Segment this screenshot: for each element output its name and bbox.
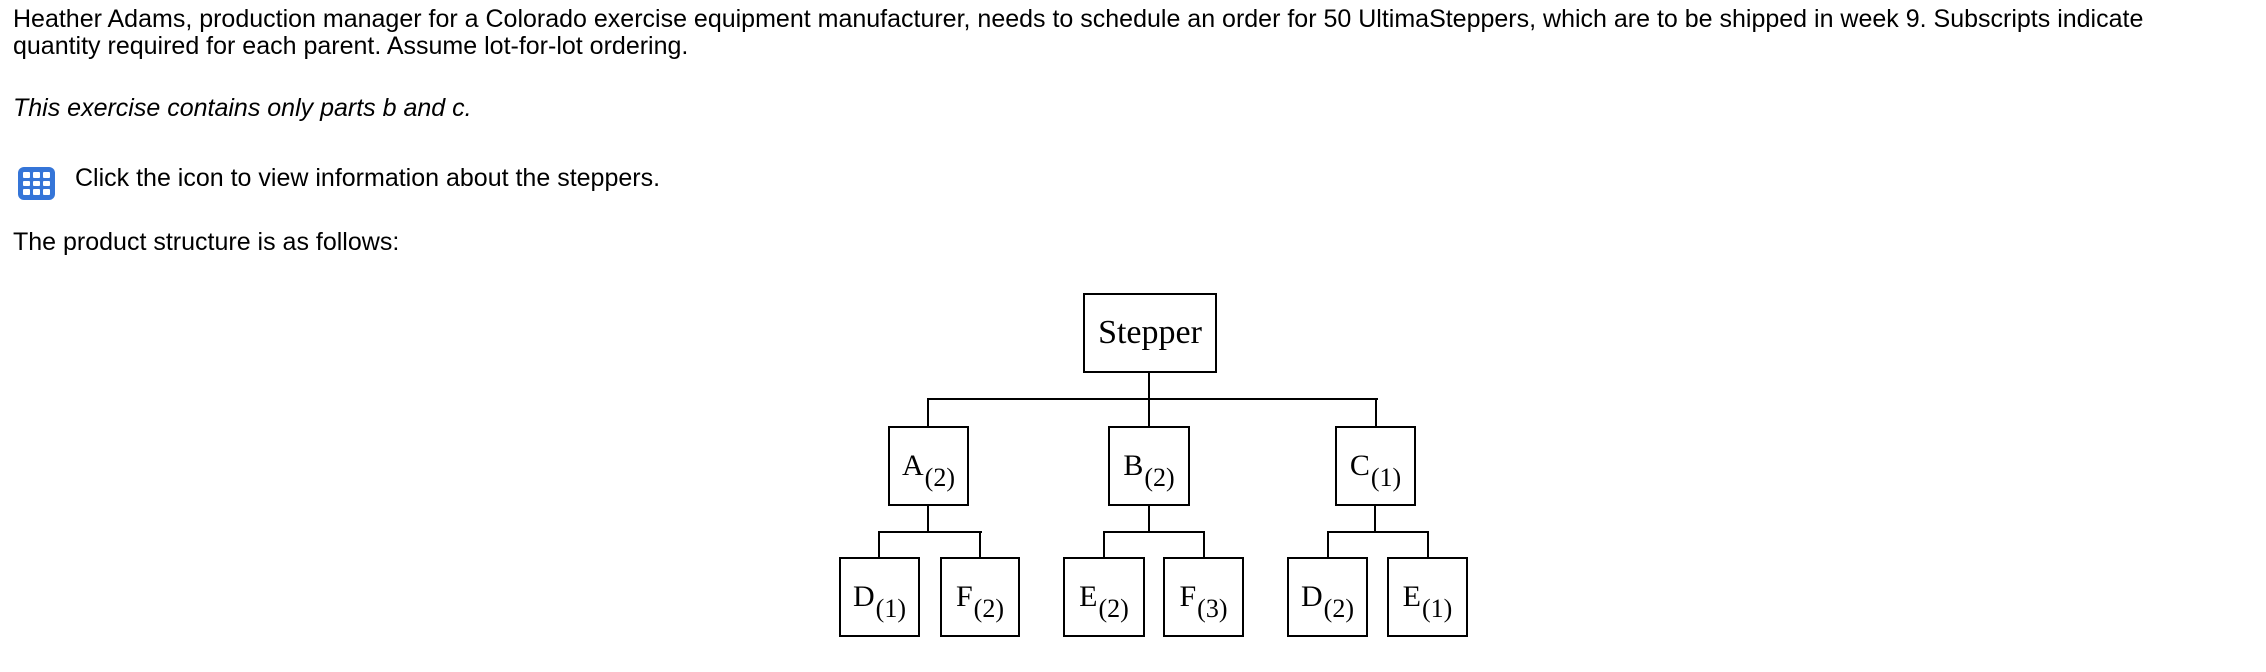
- connector: [927, 398, 929, 426]
- connector: [927, 398, 1378, 400]
- connector: [1103, 531, 1105, 557]
- table-icon-cell: [23, 180, 30, 187]
- connector: [1327, 531, 1329, 557]
- node-a-letter: A: [902, 449, 924, 482]
- node-e2-qty: (2): [1098, 594, 1129, 623]
- table-icon-cell: [43, 180, 50, 187]
- table-icon-cell: [33, 172, 40, 178]
- node-a: A(2): [888, 426, 969, 506]
- table-icon-cell: [43, 172, 50, 178]
- node-d2: D(2): [1287, 557, 1368, 637]
- table-icon-cell: [23, 172, 30, 178]
- connector: [1427, 531, 1429, 557]
- node-c-qty: (1): [1370, 463, 1402, 492]
- node-f3: F(3): [1163, 557, 1244, 637]
- node-d2-letter: D: [1301, 580, 1323, 613]
- node-e1: E(1): [1387, 557, 1468, 637]
- connector: [1327, 531, 1429, 533]
- connector: [1103, 531, 1205, 533]
- node-e1-letter: E: [1402, 580, 1421, 613]
- connector: [878, 531, 982, 533]
- node-e2-letter: E: [1079, 580, 1098, 613]
- table-icon-cell: [43, 189, 50, 195]
- node-b: B(2): [1108, 426, 1190, 506]
- node-e2: E(2): [1063, 557, 1145, 637]
- exercise-note: This exercise contains only parts b and …: [13, 94, 472, 122]
- node-stepper: Stepper: [1083, 293, 1217, 373]
- node-f2-letter: F: [955, 580, 973, 613]
- icon-instruction: Click the icon to view information about…: [75, 164, 661, 192]
- table-icon[interactable]: [18, 167, 55, 200]
- node-d1-qty: (1): [875, 594, 906, 623]
- node-c: C(1): [1335, 426, 1416, 506]
- node-d1-letter: D: [853, 580, 875, 613]
- node-b-letter: B: [1123, 449, 1144, 482]
- node-f2: F(2): [940, 557, 1020, 637]
- table-icon-cell: [33, 189, 40, 195]
- node-f3-qty: (3): [1197, 594, 1228, 623]
- node-d2-qty: (2): [1323, 594, 1354, 623]
- connector: [878, 531, 880, 557]
- table-icon-cell: [33, 180, 40, 187]
- connector: [1203, 531, 1205, 557]
- connector: [1148, 505, 1150, 533]
- connector: [1374, 505, 1376, 533]
- node-d1: D(1): [839, 557, 920, 637]
- connector: [979, 531, 981, 557]
- connector: [1148, 372, 1150, 399]
- connector: [1148, 398, 1150, 426]
- node-b-qty: (2): [1144, 463, 1175, 492]
- structure-intro: The product structure is as follows:: [13, 228, 400, 256]
- node-a-qty: (2): [924, 463, 955, 492]
- node-f2-qty: (2): [973, 594, 1004, 623]
- connector: [927, 505, 929, 533]
- node-f3-letter: F: [1179, 580, 1197, 613]
- node-stepper-label: Stepper: [1098, 314, 1202, 351]
- node-e1-qty: (1): [1422, 594, 1453, 623]
- table-icon-cell: [23, 189, 30, 195]
- problem-text-line1: Heather Adams, production manager for a …: [13, 5, 2144, 33]
- problem-text-line2: quantity required for each parent. Assum…: [13, 32, 689, 60]
- node-c-letter: C: [1349, 449, 1370, 482]
- connector: [1375, 398, 1377, 426]
